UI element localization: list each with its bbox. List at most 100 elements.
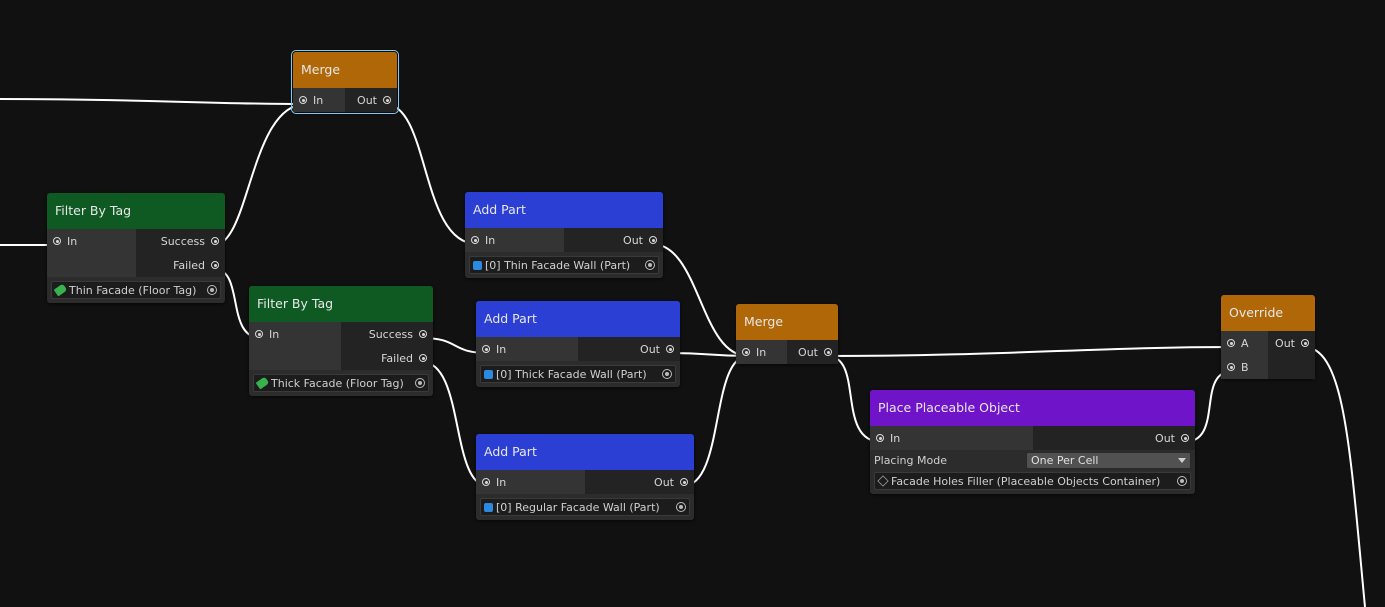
node-title: Add Part [465, 192, 663, 228]
add-part-node-3[interactable]: Add Part In Out [0] Regular Facade Wall … [476, 434, 694, 520]
port-label: A [1241, 336, 1249, 350]
failed-port[interactable]: Failed [167, 253, 225, 277]
part-icon [473, 260, 482, 270]
part-icon [484, 502, 493, 512]
part-field[interactable]: [0] Regular Facade Wall (Part) [480, 498, 690, 516]
port-label: In [890, 431, 901, 445]
port-dot-icon [1301, 339, 1309, 347]
out-port[interactable]: Out [617, 228, 663, 252]
port-dot-icon [419, 330, 427, 338]
port-label: Success [368, 327, 413, 341]
node-title: Filter By Tag [249, 286, 433, 322]
port-dot-icon [824, 348, 832, 356]
port-dot-icon [680, 478, 688, 486]
placeable-container-field[interactable]: Facade Holes Filler (Placeable Objects C… [874, 472, 1191, 490]
field-value: [0] Regular Facade Wall (Part) [496, 500, 660, 514]
port-dot-icon [53, 237, 61, 245]
success-port[interactable]: Success [155, 229, 225, 253]
port-dot-icon [666, 345, 674, 353]
port-label: Out [654, 475, 674, 489]
node-title: Add Part [476, 434, 694, 470]
override-node[interactable]: Override A B Out [1221, 295, 1315, 379]
port-label: Out [623, 233, 643, 247]
out-port[interactable]: Out [634, 337, 680, 361]
in-port[interactable]: In [736, 340, 787, 364]
port-dot-icon [299, 96, 307, 104]
part-icon [484, 369, 493, 379]
dropdown-value: One Per Cell [1031, 454, 1099, 467]
add-part-node-1[interactable]: Add Part In Out [0] Thin Facade Wall (Pa… [465, 192, 663, 278]
port-label: Failed [381, 351, 413, 365]
success-port[interactable]: Success [363, 322, 433, 346]
port-label: In [496, 475, 507, 489]
port-label: B [1241, 360, 1249, 374]
port-dot-icon [1181, 434, 1189, 442]
floor-tag-field[interactable]: Thin Facade (Floor Tag) [51, 281, 221, 299]
filter-by-tag-node-1[interactable]: Filter By Tag In Success Failed Thin Fac… [47, 193, 225, 303]
b-port[interactable]: B [1221, 355, 1268, 379]
out-port[interactable]: Out [792, 340, 838, 364]
filter-by-tag-node-2[interactable]: Filter By Tag In Success Failed Thick Fa… [249, 286, 433, 396]
port-label: In [485, 233, 496, 247]
merge-node-top[interactable]: Merge In Out [291, 50, 399, 114]
port-label: Failed [173, 258, 205, 272]
tag-icon [53, 283, 68, 297]
object-picker-icon[interactable] [676, 502, 686, 512]
merge-node-middle[interactable]: Merge In Out [736, 304, 838, 364]
out-port[interactable]: Out [1269, 331, 1315, 355]
node-title: Merge [736, 304, 838, 340]
port-label: In [313, 93, 324, 107]
field-value: Facade Holes Filler (Placeable Objects C… [891, 474, 1161, 488]
in-port[interactable]: In [465, 228, 564, 252]
part-field[interactable]: [0] Thick Facade Wall (Part) [480, 365, 676, 383]
part-field[interactable]: [0] Thin Facade Wall (Part) [469, 256, 659, 274]
field-value: [0] Thin Facade Wall (Part) [485, 258, 631, 272]
node-title: Place Placeable Object [870, 390, 1195, 426]
node-title: Add Part [476, 301, 680, 337]
tag-icon [255, 376, 270, 390]
port-label: Out [798, 345, 818, 359]
in-port[interactable]: In [47, 229, 136, 253]
in-port[interactable]: In [293, 88, 345, 112]
placing-mode-row: Placing Mode One Per Cell [870, 450, 1195, 471]
object-picker-icon[interactable] [662, 369, 672, 379]
port-dot-icon [255, 330, 263, 338]
in-port[interactable]: In [249, 322, 341, 346]
floor-tag-field[interactable]: Thick Facade (Floor Tag) [253, 374, 429, 392]
placing-mode-dropdown[interactable]: One Per Cell [1026, 452, 1191, 469]
port-dot-icon [482, 345, 490, 353]
wire-add1-to-merge-mid [651, 243, 749, 357]
port-label: Out [640, 342, 660, 356]
in-port[interactable]: In [476, 470, 585, 494]
port-label: In [67, 234, 78, 248]
field-value: Thin Facade (Floor Tag) [69, 283, 197, 297]
port-label: Success [160, 234, 205, 248]
out-port[interactable]: Out [1149, 426, 1195, 450]
object-picker-icon[interactable] [645, 260, 655, 270]
node-title: Merge [293, 52, 397, 88]
port-dot-icon [419, 354, 427, 362]
a-port[interactable]: A [1221, 331, 1268, 355]
wire-merge-mid-to-override-a [826, 346, 1234, 357]
failed-port[interactable]: Failed [375, 346, 433, 370]
in-port[interactable]: In [476, 337, 578, 361]
port-dot-icon [482, 478, 490, 486]
object-picker-icon[interactable] [1177, 476, 1187, 486]
out-port[interactable]: Out [648, 470, 694, 494]
object-picker-icon[interactable] [207, 285, 217, 295]
field-value: Thick Facade (Floor Tag) [271, 376, 404, 390]
port-dot-icon [876, 434, 884, 442]
port-dot-icon [742, 348, 750, 356]
port-dot-icon [211, 261, 219, 269]
in-port[interactable]: In [870, 426, 1033, 450]
place-placeable-object-node[interactable]: Place Placeable Object In Out Placing Mo… [870, 390, 1195, 494]
port-dot-icon [649, 236, 657, 244]
cube-icon [877, 475, 889, 487]
add-part-node-2[interactable]: Add Part In Out [0] Thick Facade Wall (P… [476, 301, 680, 387]
port-dot-icon [211, 237, 219, 245]
port-dot-icon [383, 96, 391, 104]
out-port[interactable]: Out [351, 88, 397, 112]
chevron-down-icon [1178, 458, 1186, 463]
object-picker-icon[interactable] [415, 378, 425, 388]
